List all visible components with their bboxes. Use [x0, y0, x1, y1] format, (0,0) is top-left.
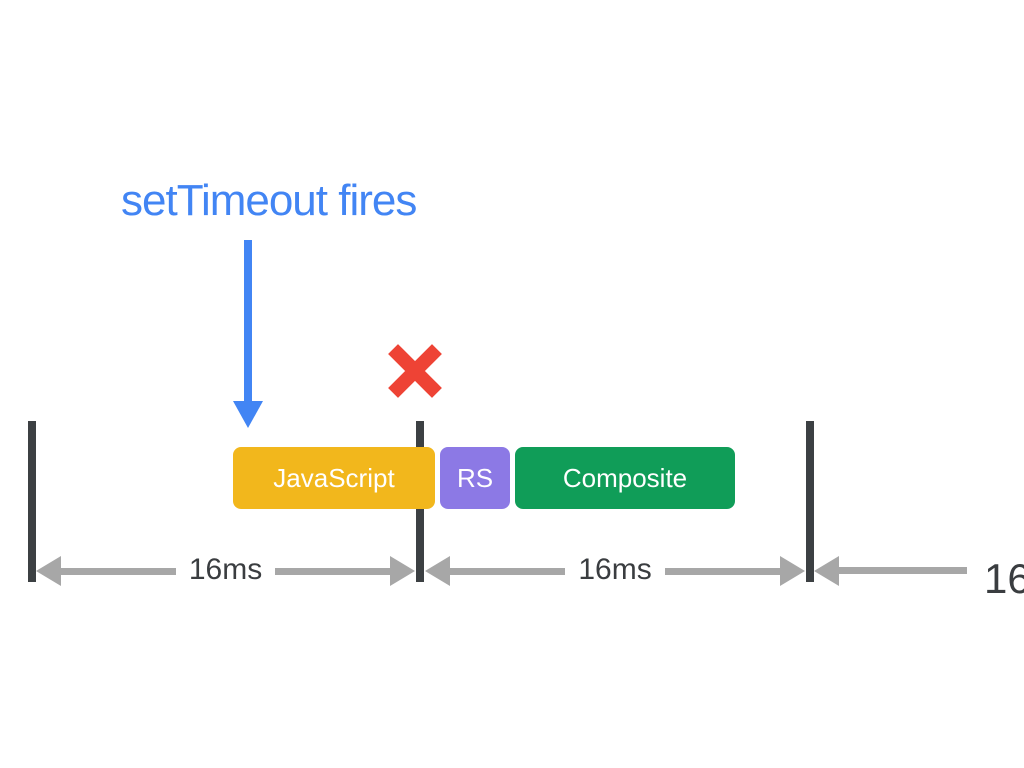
interval-duration-label-3: 16	[984, 555, 1024, 602]
settimeout-pointer-arrow-icon	[233, 240, 263, 428]
interval-duration-label-1: 16ms	[188, 553, 263, 586]
arrow-left-icon	[425, 556, 450, 586]
composite-block: Composite	[515, 447, 735, 509]
frame-interval-measure-2: 16ms	[425, 553, 806, 586]
arrow-left-icon	[36, 556, 61, 586]
measure-line	[839, 567, 967, 574]
arrow-head	[233, 401, 263, 428]
settimeout-fires-label: setTimeout fires	[121, 176, 417, 225]
arrow-right-icon	[390, 556, 416, 586]
frame-interval-measure-1: 16ms	[36, 553, 416, 586]
javascript-block: JavaScript	[233, 447, 435, 509]
arrow-shaft	[244, 240, 252, 402]
arrow-right-icon	[780, 556, 806, 586]
missed-frame-x-icon	[388, 344, 442, 398]
measure-line	[450, 567, 566, 575]
frame-boundary-tick-1	[28, 421, 36, 582]
measure-line	[664, 567, 781, 575]
frame-boundary-tick-3	[806, 421, 814, 582]
measure-line	[61, 567, 176, 575]
arrow-left-icon	[814, 556, 839, 586]
measure-line	[275, 567, 391, 575]
render-style-block: RS	[440, 447, 510, 509]
interval-duration-label-2: 16ms	[578, 553, 652, 586]
